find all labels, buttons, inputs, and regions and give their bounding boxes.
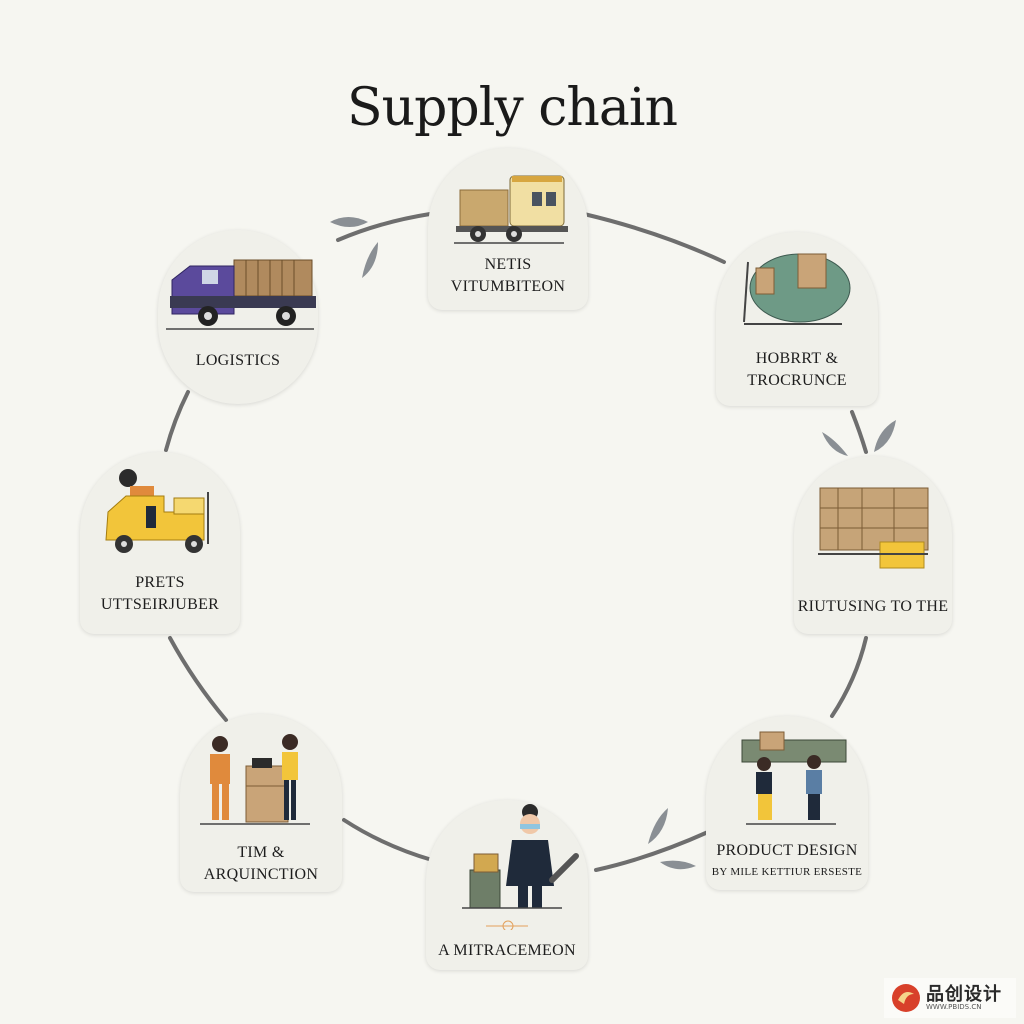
cargo-pod-icon <box>743 253 851 325</box>
leaf-decoration <box>330 217 896 870</box>
watermark-logo: 品创设计 WWW.PBIDS.CN <box>884 978 1016 1018</box>
swirl-logo-icon <box>892 984 920 1012</box>
stage-card-top-left: LOGISTICS <box>158 230 318 404</box>
team-handoff-icon <box>200 734 310 825</box>
stage-card-top-right: HOBRRT & TROCRUNCE <box>716 232 878 406</box>
stage-label-right-line1: RIUTUSING TO THE <box>797 598 949 615</box>
stage-label-top-left-line1: LOGISTICS <box>195 352 281 369</box>
stage-card-right: RIUTUSING TO THE <box>794 456 952 634</box>
stage-label-top-line2: VITUMBITEON <box>450 278 566 295</box>
stage-label-left-line1: PRETS <box>135 574 185 591</box>
cargo-truck-icon <box>166 259 316 330</box>
stage-label-bottom-right-line1: PRODUCT DESIGN <box>716 842 858 859</box>
workers-lifting-icon <box>741 731 847 825</box>
stage-label-left-line2: UTTSEIRJUBER <box>100 596 220 613</box>
stage-label-top-line1: NETIS <box>484 256 532 273</box>
stage-label-top-right-line1: HOBRRT & <box>755 350 839 367</box>
stage-label-bottom-left-line2: ARQUINCTION <box>203 866 319 883</box>
forklift-worker-icon <box>105 469 209 553</box>
watermark-url: WWW.PBIDS.CN <box>926 1003 982 1011</box>
delivery-truck-icon <box>454 175 568 244</box>
stage-label-bottom-right-line2: BY MILE KETTIUR ERSESTE <box>711 866 863 878</box>
stage-label-bottom-line1: A MITRACEMEON <box>438 942 576 959</box>
stage-card-left: PRETS UTTSEIRJUBER <box>80 452 240 634</box>
stage-label-bottom-left-line1: TIM & <box>237 844 285 861</box>
stage-card-top: NETIS VITUMBITEON <box>428 148 588 310</box>
watermark-brand: 品创设计 <box>926 984 1002 1005</box>
stage-card-bottom-left: TIM & ARQUINCTION <box>180 714 342 892</box>
stage-card-bottom: A MITRACEMEON <box>426 800 588 970</box>
diagram-title: Supply chain <box>347 78 678 138</box>
stage-label-top-right-line2: TROCRUNCE <box>747 372 847 389</box>
warehouse-boxes-icon <box>818 487 929 569</box>
engineer-icon <box>462 804 579 930</box>
stage-card-bottom-right: PRODUCT DESIGN BY MILE KETTIUR ERSESTE <box>706 716 868 890</box>
